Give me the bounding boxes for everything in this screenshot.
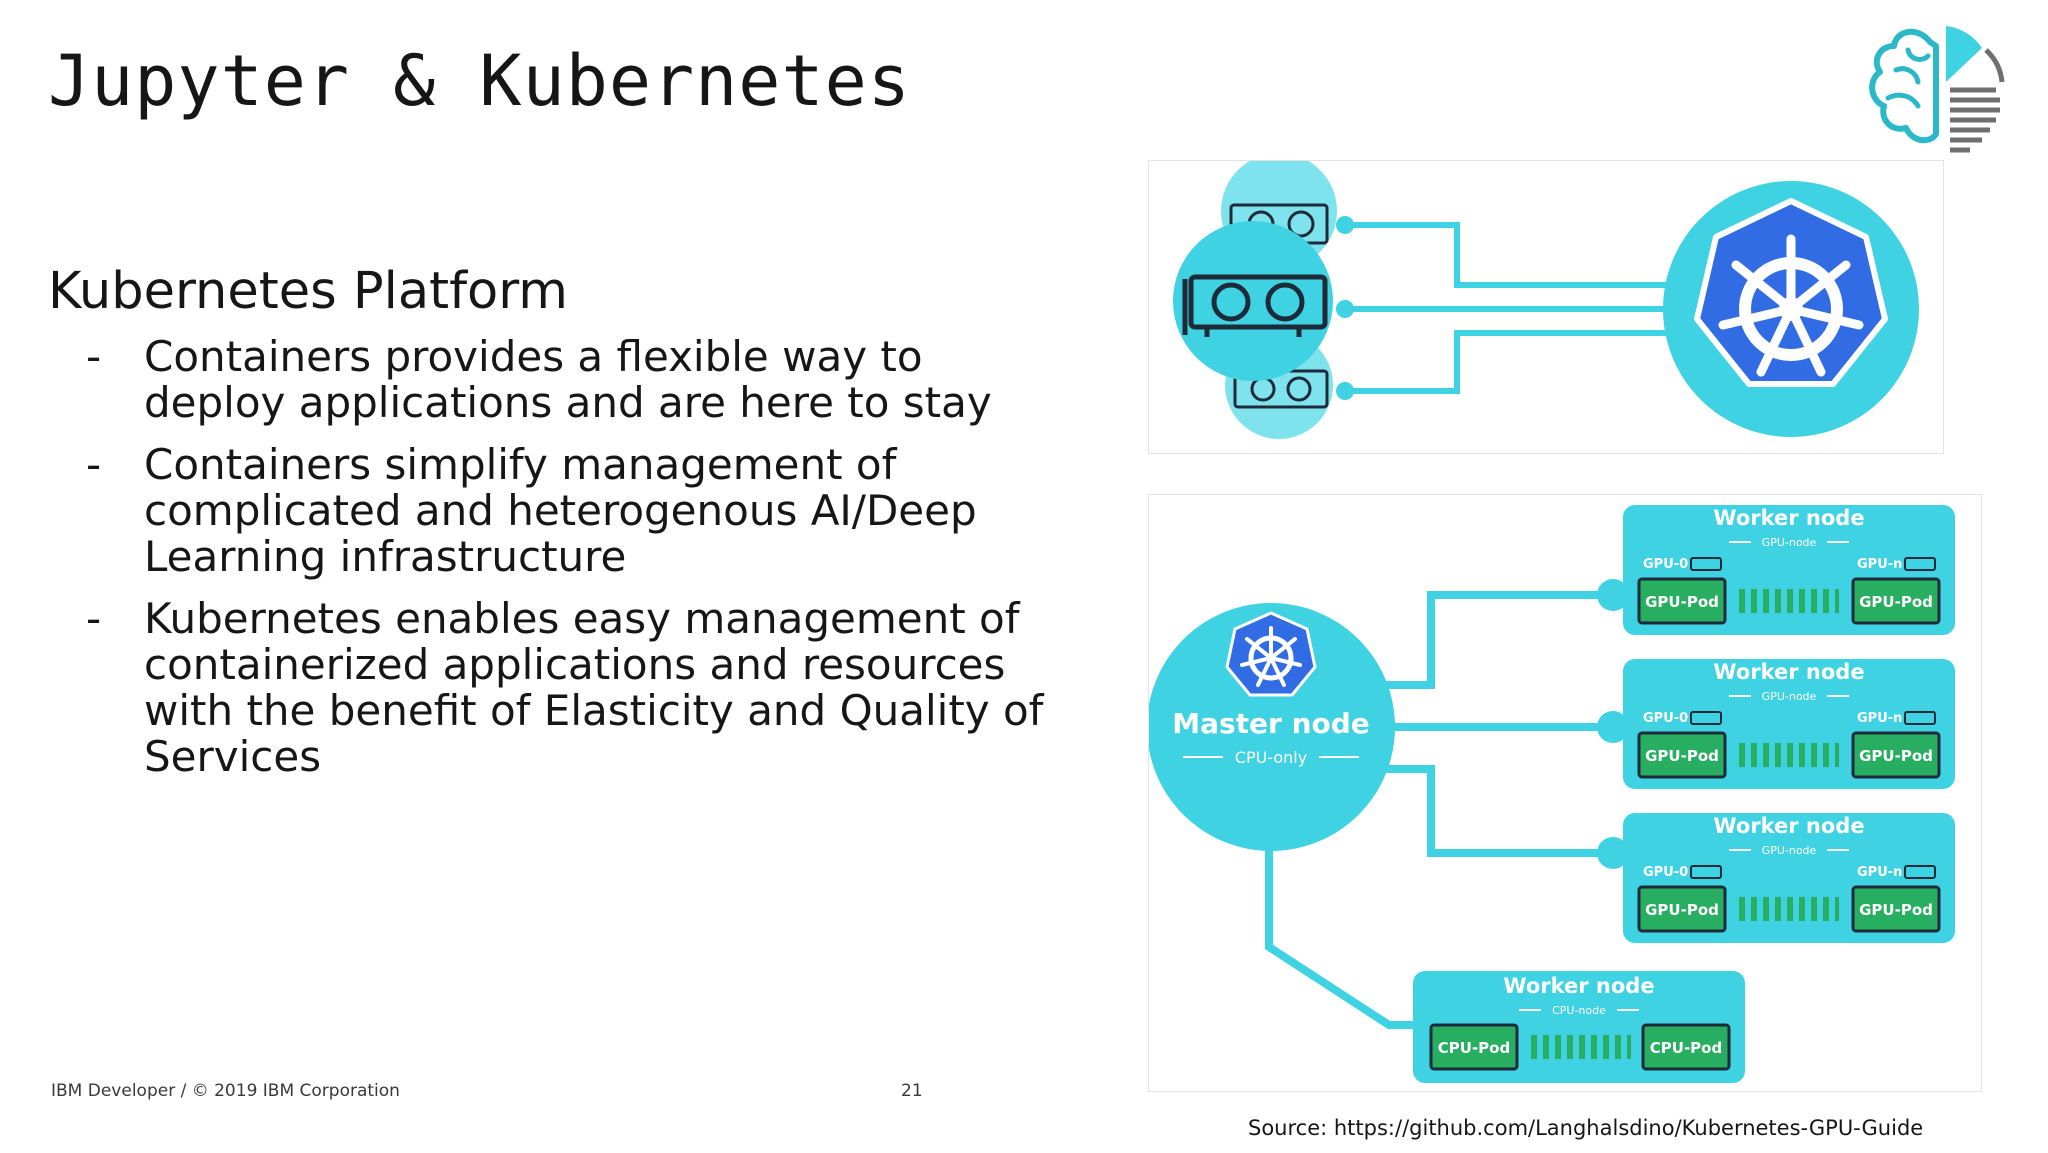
gpu-pod-label: GPU-Pod: [1645, 593, 1719, 611]
gpu-card-icon: [1904, 711, 1936, 725]
cpu-pod: [1641, 1023, 1731, 1071]
gpu-kubernetes-diagram: [1148, 160, 1944, 454]
gpu-pod-label: GPU-Pod: [1859, 593, 1933, 611]
gpu-card-icon: [1904, 865, 1936, 879]
bullet-line: Services: [144, 732, 322, 781]
cluster-diagram: Master node CPU-only Worker node GPU-nod…: [1148, 494, 1982, 1092]
gpu-pod: [1637, 731, 1727, 779]
master-node-title: Master node: [1172, 707, 1370, 740]
bullet-item: - Containers simplify management of comp…: [48, 442, 1048, 580]
bullet-list: - Containers provides a flexible way to …: [48, 334, 1048, 796]
bullet-item: - Kubernetes enables easy management of …: [48, 596, 1048, 780]
master-node-subtitle: CPU-only: [1235, 748, 1307, 767]
node-type-label: CPU-node: [1552, 1004, 1606, 1017]
master-node: Master node CPU-only: [1149, 603, 1395, 851]
gpu-card-icon: [1690, 557, 1722, 571]
bullet-line: Containers provides a flexible way to: [144, 332, 923, 381]
worker-node-gpu: Worker node GPU-node GPU-0 GPU-n GPU-Pod…: [1623, 505, 1955, 635]
node-type-label: GPU-node: [1762, 536, 1817, 549]
gpu-0-label: GPU-0: [1643, 865, 1688, 880]
worker-node-title: Worker node: [1503, 974, 1654, 998]
gpu-card-icon: [1904, 557, 1936, 571]
worker-node-cpu: Worker node CPU-node CPU-Pod CPU-Pod: [1413, 971, 1745, 1083]
gpu-pod: [1637, 577, 1727, 625]
gpu-pod-label: GPU-Pod: [1645, 901, 1719, 919]
gpu-pod: [1637, 885, 1727, 933]
gpu-n-label: GPU-n: [1857, 711, 1902, 726]
worker-node-gpu: Worker node GPU-node GPU-0 GPU-n GPU-Pod…: [1623, 813, 1955, 943]
bullet-line: Containers simplify management of: [144, 440, 897, 489]
gpu-pod-label: GPU-Pod: [1859, 901, 1933, 919]
bullet-marker: -: [86, 440, 102, 489]
page-number: 21: [901, 1081, 923, 1101]
gpu-pod: [1851, 577, 1941, 625]
worker-node-title: Worker node: [1713, 506, 1864, 530]
section-heading: Kubernetes Platform: [48, 262, 568, 321]
footer-copyright: IBM Developer / © 2019 IBM Corporation: [51, 1081, 400, 1101]
kubernetes-wheel-icon: [1694, 198, 1888, 387]
bullet-line: with the benefit of Elasticity and Quali…: [144, 686, 1044, 735]
source-citation: Source: https://github.com/Langhalsdino/…: [1248, 1116, 1924, 1140]
gpu-card-icon: [1690, 711, 1722, 725]
gpu-card-icon: [1690, 865, 1722, 879]
bullet-line: complicated and heterogenous AI/Deep: [144, 486, 977, 535]
node-type-label: GPU-node: [1762, 690, 1817, 703]
bullet-line: deploy applications and are here to stay: [144, 378, 992, 427]
gpu-pod-label: GPU-Pod: [1645, 747, 1719, 765]
bullet-line: Learning infrastructure: [144, 532, 627, 581]
connector-lines: [1345, 222, 1679, 394]
gpu-pod: [1851, 885, 1941, 933]
bullet-line: containerized applications and resources: [144, 640, 1006, 689]
gpu-pod-label: GPU-Pod: [1859, 747, 1933, 765]
brain-logo-icon: [1869, 26, 2005, 153]
cpu-pod-label: CPU-Pod: [1650, 1039, 1722, 1057]
gpu-0-label: GPU-0: [1643, 557, 1688, 572]
kubernetes-wheel-icon: [1225, 611, 1317, 697]
worker-node-title: Worker node: [1713, 814, 1864, 838]
gpu-0-label: GPU-0: [1643, 711, 1688, 726]
gpu-n-label: GPU-n: [1857, 865, 1902, 880]
cpu-pod: [1429, 1023, 1519, 1071]
worker-node-title: Worker node: [1713, 660, 1864, 684]
bullet-marker: -: [86, 332, 102, 381]
gpu-n-label: GPU-n: [1857, 557, 1902, 572]
gpu-pod: [1851, 731, 1941, 779]
slide-title: Jupyter & Kubernetes: [48, 40, 911, 122]
bullet-marker: -: [86, 594, 102, 643]
cpu-pod-label: CPU-Pod: [1438, 1039, 1510, 1057]
bullet-line: Kubernetes enables easy management of: [144, 594, 1020, 643]
gpu-card-icon: [1182, 274, 1328, 337]
node-type-label: GPU-node: [1762, 844, 1817, 857]
bullet-item: - Containers provides a flexible way to …: [48, 334, 1048, 426]
worker-node-gpu: Worker node GPU-node GPU-0 GPU-n GPU-Pod…: [1623, 659, 1955, 789]
